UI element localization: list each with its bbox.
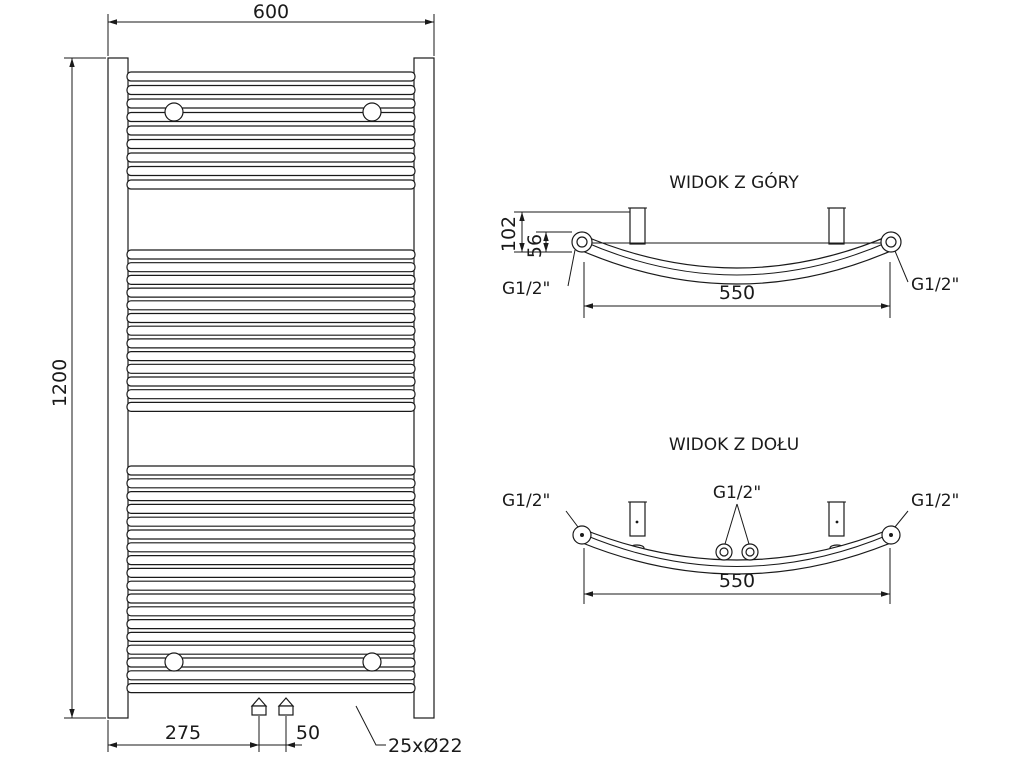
spacing-dimension: 50: [296, 722, 320, 744]
mounting-hole-bottom-right: [362, 652, 382, 672]
tube-8: [126, 165, 416, 177]
tube-12: [126, 274, 416, 285]
tube-10: [126, 249, 416, 260]
top-view-title: WIDOK Z GÓRY: [669, 171, 799, 193]
tube-40: [126, 682, 416, 694]
mounting-hole-bottom-left: [164, 652, 184, 672]
tube-32: [126, 580, 416, 591]
tube-18: [126, 351, 416, 362]
tube-1: [126, 71, 416, 82]
tube-6: [126, 138, 416, 150]
tube-17: [126, 338, 416, 349]
top-view: WIDOK Z GÓRY 102 56 G1/2": [498, 171, 959, 318]
tube-16: [126, 325, 416, 336]
bottom-valve-left: [250, 697, 268, 716]
tube-3: [126, 98, 416, 109]
bottom-connector-right-label: G1/2": [911, 491, 959, 511]
top-curved-body: [579, 233, 894, 285]
tube-15: [126, 312, 416, 324]
depth-total-dimension: 102: [498, 216, 520, 252]
tube-5: [126, 125, 416, 136]
tube-37: [126, 644, 416, 655]
top-connector-left-label: G1/2": [502, 279, 550, 299]
tube-14: [126, 300, 416, 311]
tube-21: [126, 389, 416, 400]
bottom-connector-left-label: G1/2": [502, 491, 550, 511]
tube-2: [126, 84, 416, 96]
bottom-connector-left-icon: [572, 525, 592, 545]
top-bracket-left: [629, 207, 646, 245]
top-connector-right-label: G1/2": [911, 275, 959, 295]
tube-39: [126, 670, 416, 681]
tube-35: [126, 618, 416, 630]
bottom-connector-center-label: G1/2": [713, 483, 761, 503]
tube-29: [126, 542, 416, 553]
offset-dimension: 275: [165, 722, 201, 744]
bottom-curved-body: [579, 527, 894, 575]
tube-30: [126, 554, 416, 566]
bottom-span-dimension: 550: [719, 570, 755, 592]
tube-31: [126, 567, 416, 579]
right-collector: [413, 57, 435, 719]
top-span-dimension: 550: [719, 282, 755, 304]
top-connector-right-icon: [880, 231, 902, 253]
tube-23: [126, 465, 416, 476]
tube-36: [126, 631, 416, 643]
tube-22: [126, 401, 416, 412]
tube-25: [126, 491, 416, 502]
width-dimension: 600: [253, 1, 289, 23]
tube-38: [126, 657, 416, 668]
tube-33: [126, 593, 416, 604]
tube-24: [126, 478, 416, 489]
tube-7: [126, 152, 416, 163]
bottom-view-title: WIDOK Z DOŁU: [669, 435, 799, 455]
bottom-bracket-right: [828, 501, 845, 537]
tube-9: [126, 179, 416, 190]
bottom-bracket-left: [629, 501, 646, 537]
bottom-view: WIDOK Z DOŁU G1/2" G1/: [502, 435, 959, 604]
tube-13: [126, 287, 416, 298]
bottom-connector-center-icon: [715, 543, 759, 561]
front-view: 600 1200 275 50 25xØ22: [49, 1, 463, 757]
tubes-label: 25xØ22: [388, 735, 463, 757]
tube-34: [126, 606, 416, 617]
tube-27: [126, 516, 416, 527]
tube-11: [126, 262, 416, 273]
left-collector: [107, 57, 129, 719]
top-bracket-right: [828, 207, 845, 245]
top-connector-left-icon: [571, 231, 593, 253]
mounting-hole-top-left: [164, 102, 184, 122]
height-dimension: 1200: [49, 359, 71, 407]
mounting-hole-top-right: [362, 102, 382, 122]
tube-26: [126, 503, 416, 514]
bottom-valve-right: [277, 697, 295, 716]
tube-group: [126, 71, 416, 694]
tube-28: [126, 529, 416, 540]
tubes-leader: [355, 705, 386, 746]
tube-4: [126, 111, 416, 123]
tube-19: [126, 363, 416, 374]
tube-20: [126, 376, 416, 387]
bottom-connector-right-icon: [881, 525, 901, 545]
depth-inner-dimension: 56: [524, 234, 546, 258]
